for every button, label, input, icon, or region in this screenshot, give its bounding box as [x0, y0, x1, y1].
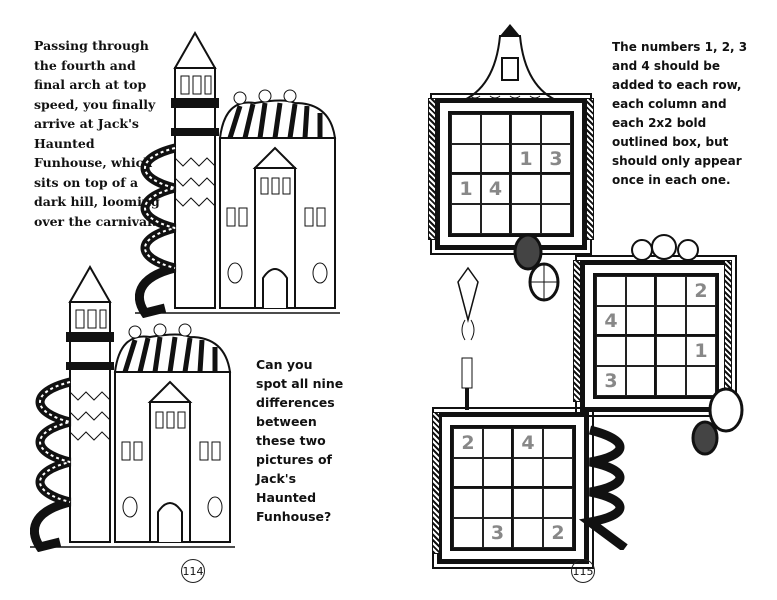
- sudoku-cell[interactable]: [513, 458, 543, 488]
- sudoku-cell[interactable]: 1: [511, 144, 541, 174]
- page-number-left: 114: [181, 559, 205, 583]
- sudoku-puzzle-2: 2 4 1 3: [575, 255, 737, 417]
- sudoku-cell[interactable]: [541, 174, 571, 204]
- spot-differences-question: Can you spot all nine differences betwee…: [256, 357, 344, 524]
- sudoku-cell[interactable]: 2: [453, 428, 483, 458]
- sudoku-cell[interactable]: [626, 306, 656, 336]
- sudoku-cell[interactable]: 3: [483, 518, 513, 548]
- sudoku-grid: 2 4 1 3: [593, 273, 719, 399]
- roof-illustration: [459, 24, 561, 103]
- sudoku-cell[interactable]: [483, 488, 513, 518]
- sudoku-cell[interactable]: 2: [543, 518, 573, 548]
- sudoku-cell[interactable]: 4: [513, 428, 543, 458]
- sudoku-cell[interactable]: [626, 276, 656, 306]
- sudoku-cell[interactable]: [453, 488, 483, 518]
- sudoku-cell[interactable]: 2: [686, 276, 716, 306]
- sudoku-cell[interactable]: [513, 488, 543, 518]
- sudoku-cell[interactable]: 1: [451, 174, 481, 204]
- sudoku-cell[interactable]: [481, 144, 511, 174]
- sudoku-cell[interactable]: [511, 204, 541, 234]
- sudoku-cell[interactable]: [453, 458, 483, 488]
- sudoku-rules-text: The numbers 1, 2, 3 and 4 should be adde…: [612, 40, 748, 187]
- sudoku-cell[interactable]: [543, 458, 573, 488]
- decorations-illustration: [457, 233, 744, 550]
- sudoku-cell[interactable]: [686, 306, 716, 336]
- sudoku-cell[interactable]: [596, 336, 626, 366]
- sudoku-cell[interactable]: [541, 114, 571, 144]
- sudoku-cell[interactable]: [656, 306, 686, 336]
- sudoku-cell[interactable]: [626, 366, 656, 396]
- sudoku-cell[interactable]: [483, 458, 513, 488]
- sudoku-cell[interactable]: 4: [481, 174, 511, 204]
- sudoku-cell[interactable]: [686, 366, 716, 396]
- pillar-decoration: [428, 98, 436, 240]
- sudoku-cell[interactable]: [543, 428, 573, 458]
- sudoku-cell[interactable]: [626, 336, 656, 366]
- sudoku-cell[interactable]: [481, 204, 511, 234]
- sudoku-cell[interactable]: [541, 204, 571, 234]
- sudoku-cell[interactable]: [656, 366, 686, 396]
- sudoku-cell[interactable]: 4: [596, 306, 626, 336]
- sudoku-cell[interactable]: [451, 144, 481, 174]
- sudoku-cell[interactable]: [483, 428, 513, 458]
- pillar-decoration: [432, 412, 440, 554]
- sudoku-cell[interactable]: [656, 336, 686, 366]
- story-text: Passing through the fourth and final arc…: [34, 38, 165, 229]
- sudoku-cell[interactable]: [513, 518, 543, 548]
- sudoku-cell[interactable]: [451, 114, 481, 144]
- funhouse-illustration-bottom: [30, 262, 245, 552]
- sudoku-cell[interactable]: 3: [541, 144, 571, 174]
- pillar-decoration: [573, 260, 581, 402]
- sudoku-cell[interactable]: 1: [686, 336, 716, 366]
- sudoku-cell[interactable]: [656, 276, 686, 306]
- sudoku-cell[interactable]: [543, 488, 573, 518]
- sudoku-cell[interactable]: [596, 276, 626, 306]
- pillar-decoration: [586, 98, 594, 240]
- sudoku-cell[interactable]: [481, 114, 511, 144]
- sudoku-cell[interactable]: 3: [596, 366, 626, 396]
- sudoku-cell[interactable]: [451, 204, 481, 234]
- page-number-right: 115: [571, 559, 595, 583]
- sudoku-cell[interactable]: [511, 114, 541, 144]
- sudoku-cell[interactable]: [511, 174, 541, 204]
- sudoku-cell[interactable]: [453, 518, 483, 548]
